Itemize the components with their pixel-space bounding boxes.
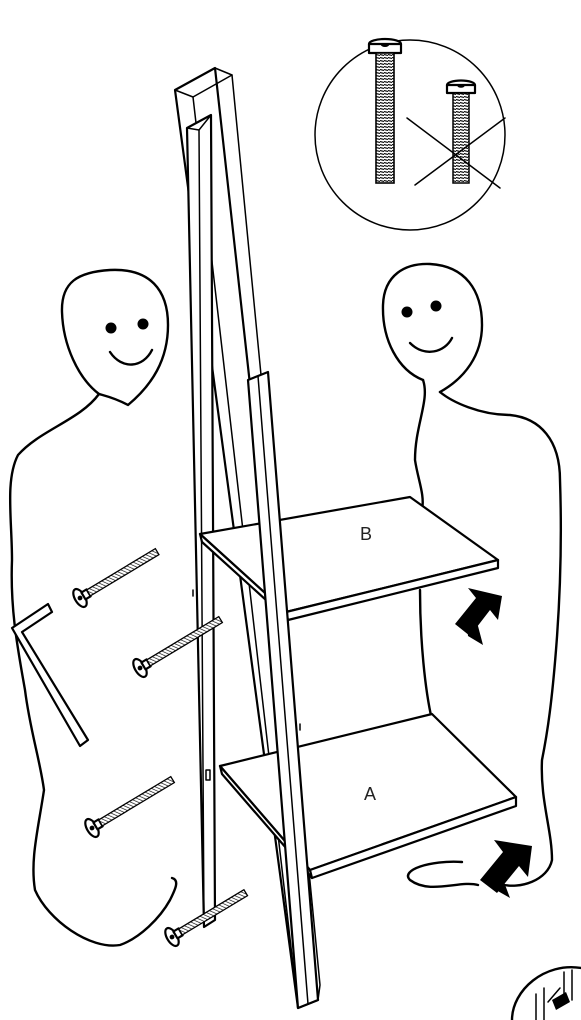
bolt-icon-4 (164, 888, 249, 948)
left-person-figure (8, 268, 178, 947)
right-person-figure (381, 262, 562, 889)
cross-mark-icon (406, 117, 506, 189)
long-bolt-icon (367, 37, 403, 184)
arrow-up-right-icon (455, 588, 502, 645)
shelf-a-label: A (364, 784, 376, 804)
bolt-icon-2 (132, 615, 224, 679)
short-bolt-icon (445, 79, 477, 184)
bolt-icon (72, 547, 160, 609)
arrow-up-right-icon-lower (480, 840, 532, 898)
allen-key-icon (10, 602, 90, 748)
shelf-b-label: B (360, 524, 372, 544)
detail-magnifier-icon (510, 965, 581, 1020)
screw-comparison-icon (314, 37, 506, 231)
bolt-icon-3 (84, 775, 176, 839)
ladder-frame-front-leg (246, 370, 320, 1010)
